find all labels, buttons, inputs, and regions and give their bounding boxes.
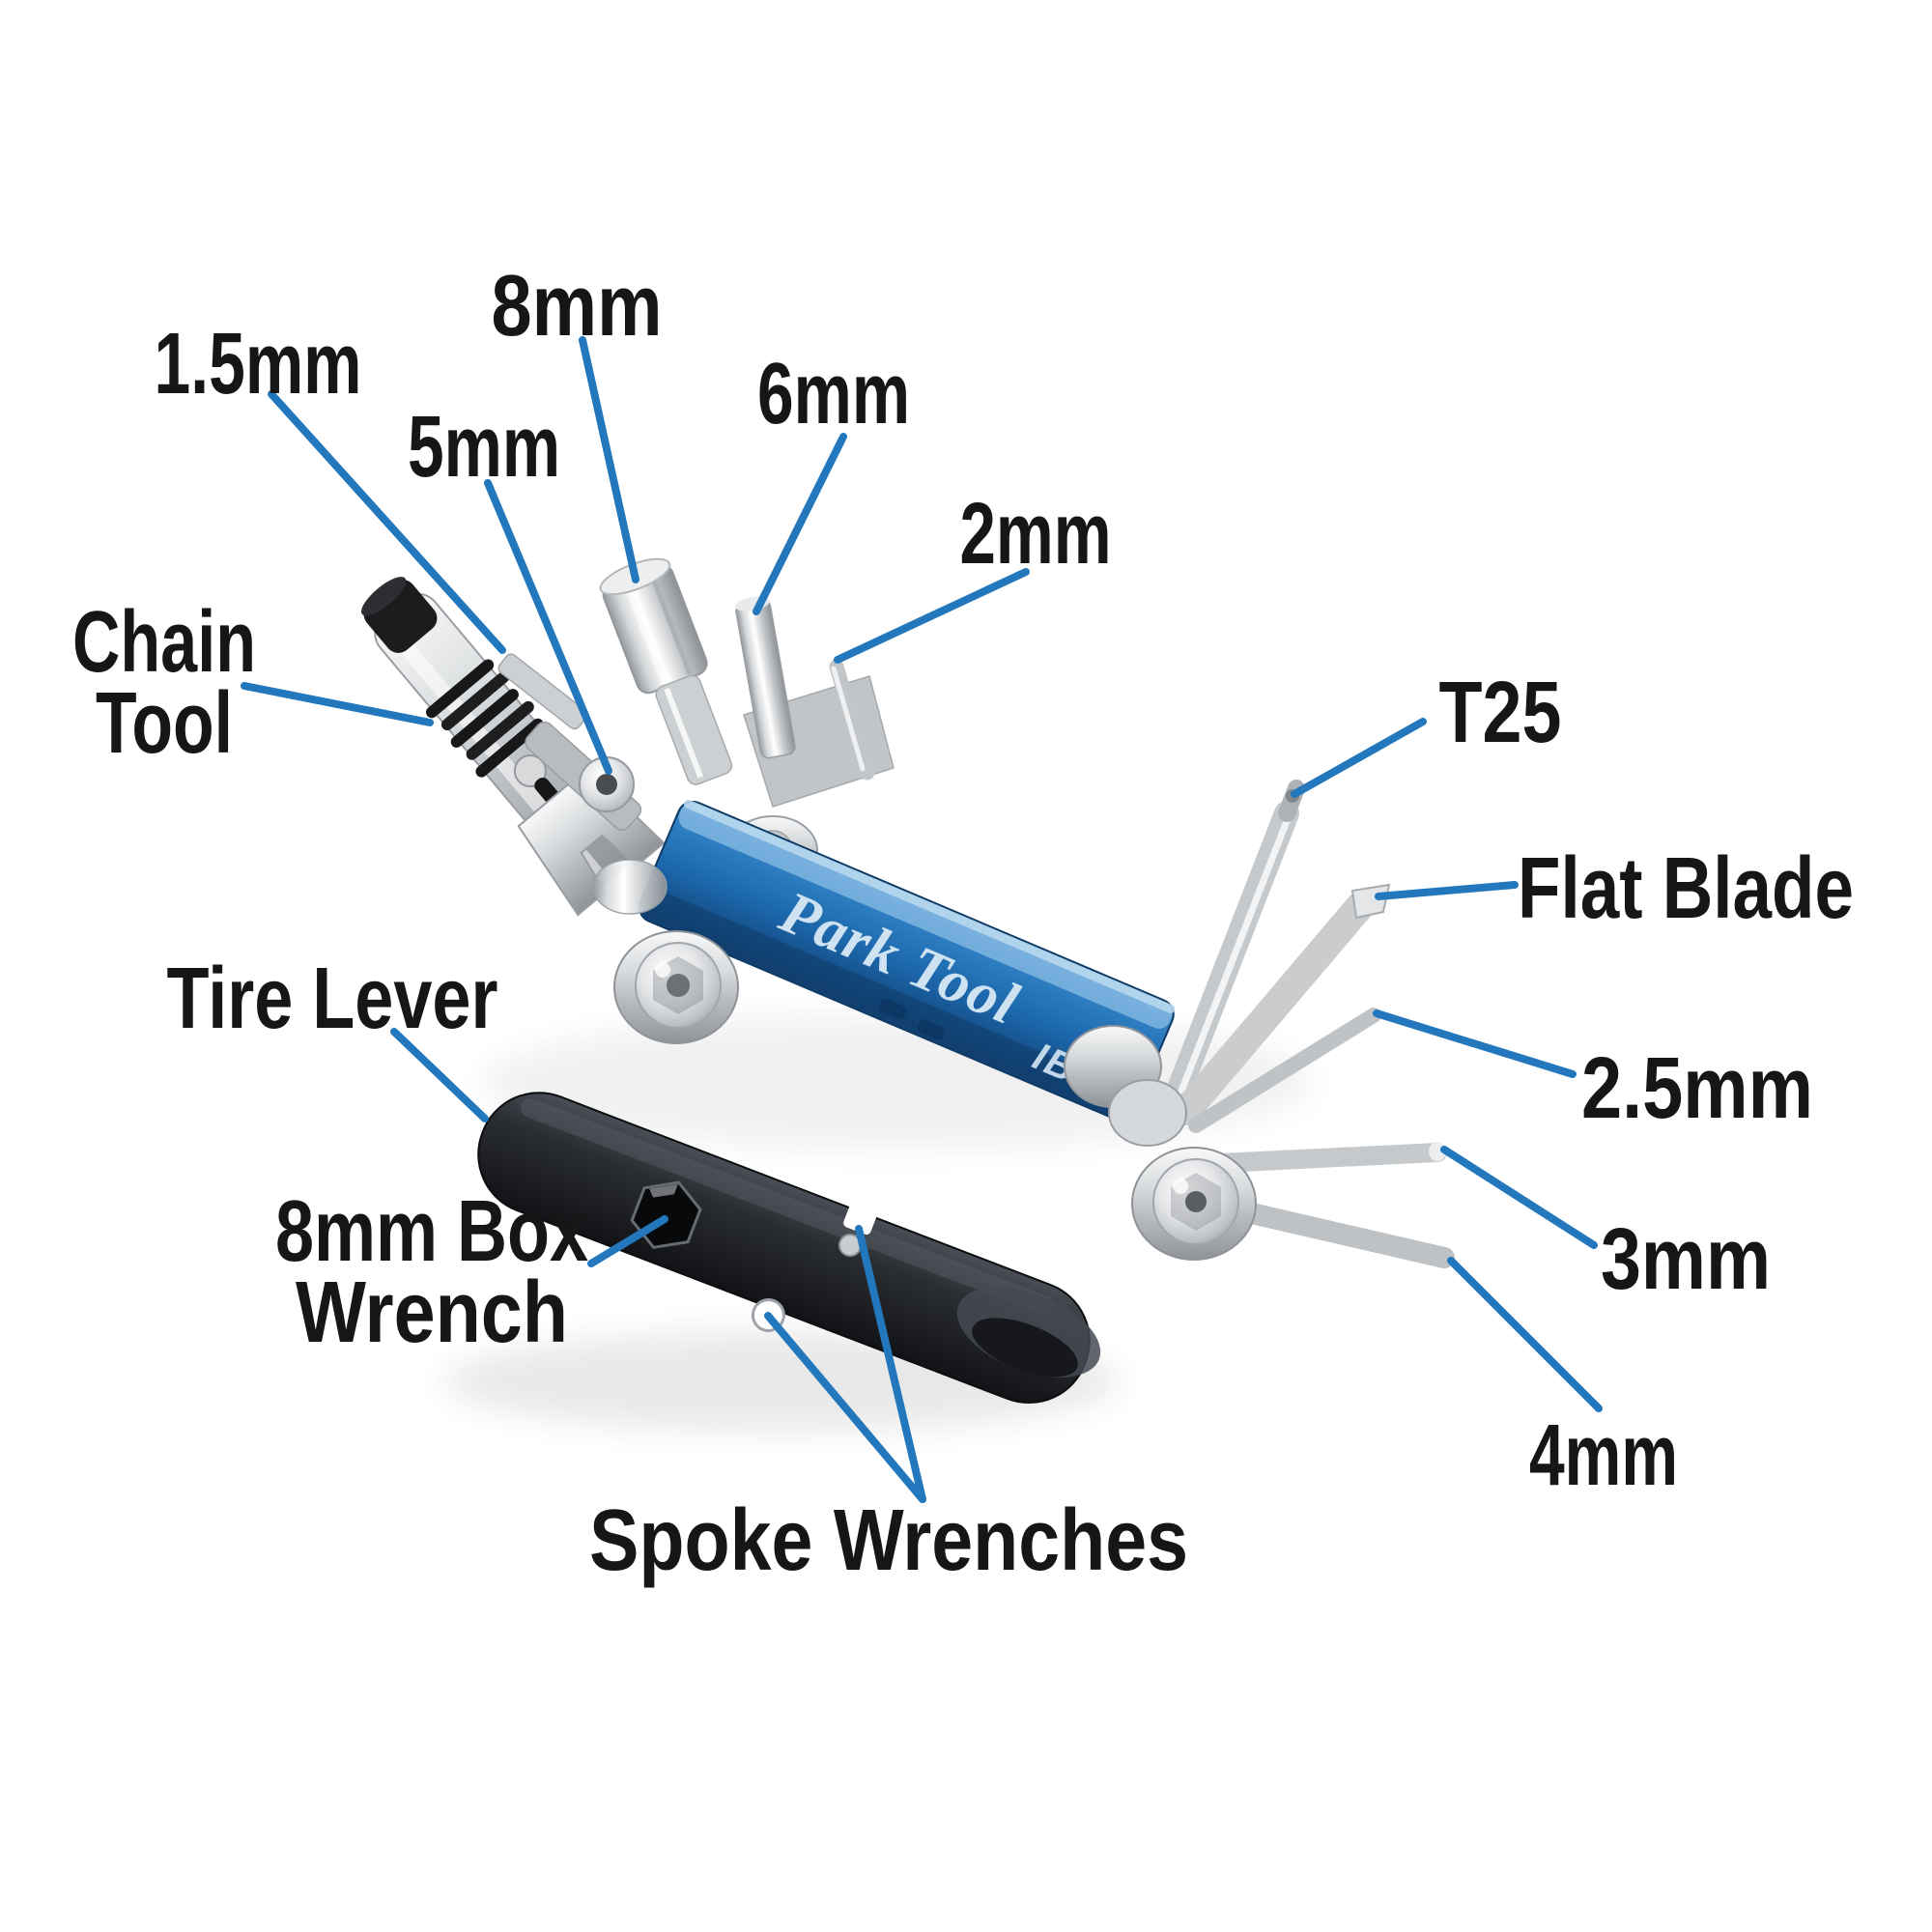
right-pivot-recess (1185, 1191, 1207, 1212)
callout-line-t25 (1291, 718, 1427, 798)
body-notch (917, 1019, 946, 1040)
callout-line-spoke-wrenches-2 (855, 1225, 926, 1503)
key-t25-sheen (1170, 812, 1293, 1115)
body-notch (878, 998, 907, 1020)
callout-line-2mm (834, 568, 1030, 664)
callout-line-5mm (484, 479, 612, 775)
right-keys-illustration (1064, 780, 1455, 1268)
tire-lever-highlight (520, 1097, 1055, 1316)
key-2mm-illustration (829, 659, 875, 781)
callout-line-chain-tool (241, 682, 434, 726)
left-pivot-cone (592, 859, 668, 915)
flat-blade-tip (1350, 883, 1391, 920)
flat-blade-shaft (1172, 892, 1375, 1125)
chain-tool-spring-coil (440, 671, 510, 731)
callout-line-8mm-box-wrench (587, 1215, 668, 1267)
callout-label-t25: T25 (1439, 665, 1562, 761)
callout-line-tire-lever (390, 1028, 489, 1122)
callout-label-5mm: 5mm (408, 399, 560, 496)
bit-8mm-facet (623, 582, 668, 685)
bit-8mm-facet (649, 573, 693, 675)
callout-label-2mm: 2mm (960, 486, 1112, 582)
body-top-edge (684, 799, 1176, 1013)
callout-label-8mm: 8mm (492, 258, 663, 355)
box-wrench-hex-glint (649, 1183, 678, 1198)
left-pivot-recess (667, 974, 690, 997)
chain-tool-spring-coil (450, 689, 519, 748)
multi-tool-body: Park Tool IB-3 (638, 799, 1176, 1122)
callout-line-2-5mm (1373, 1009, 1577, 1078)
key-6mm-illustration (735, 596, 796, 759)
callout-line-8mm (579, 336, 639, 583)
bit-8mm-illustration (599, 557, 733, 785)
left-pivot-illustration (592, 859, 739, 1044)
callout-label-2-5mm: 2.5mm (1581, 1040, 1813, 1137)
tire-lever-scoop-shadow (972, 1318, 1078, 1378)
callout-line-flat-blade (1375, 881, 1519, 900)
chain-tool-spring-coil (466, 700, 534, 760)
chain-tool-spring-coil (475, 718, 544, 778)
right-keys-washer (1108, 1079, 1187, 1147)
callout-line-4mm (1447, 1257, 1603, 1412)
callout-label-6mm: 6mm (757, 346, 910, 442)
key-6mm-shaft (735, 599, 796, 759)
key-1-5mm (497, 653, 588, 730)
callout-label-3mm: 3mm (1601, 1211, 1771, 1308)
chain-tool-illustration (361, 577, 666, 917)
key-2mm-pin (829, 659, 875, 781)
callout-label-1-5mm: 1.5mm (155, 316, 362, 412)
callout-label-4mm: 4mm (1529, 1407, 1678, 1504)
callout-line-3mm (1440, 1146, 1598, 1249)
chain-tool-cap-top (361, 577, 407, 616)
chain-tool-spring-coil (425, 659, 495, 719)
right-pivot-highlight (1173, 1179, 1188, 1194)
callout-label-tire-lever: Tire Lever (167, 951, 498, 1047)
spoke-wrench-notch-b (843, 1203, 877, 1235)
callout-line-1-5mm (268, 390, 506, 654)
left-pivot-highlight (655, 962, 670, 978)
body-top-bevel (678, 803, 1173, 1029)
tire-lever-illustration (477, 1092, 1101, 1405)
callout-label-spoke-wrenches: Spoke Wrenches (589, 1492, 1188, 1589)
key-2mm-pin-sheen (831, 666, 866, 772)
callout-label-flat-blade: Flat Blade (1518, 840, 1854, 937)
key-2-5mm-shaft (1188, 1008, 1381, 1133)
callout-line-6mm (753, 433, 847, 615)
callout-lines-layer (241, 336, 1603, 1503)
bit-8mm-shaft-sheen (664, 687, 704, 779)
callout-line-spoke-wrenches-1 (764, 1312, 926, 1503)
key-3mm-shaft (1191, 1143, 1447, 1174)
key-5mm-socket (596, 774, 617, 795)
